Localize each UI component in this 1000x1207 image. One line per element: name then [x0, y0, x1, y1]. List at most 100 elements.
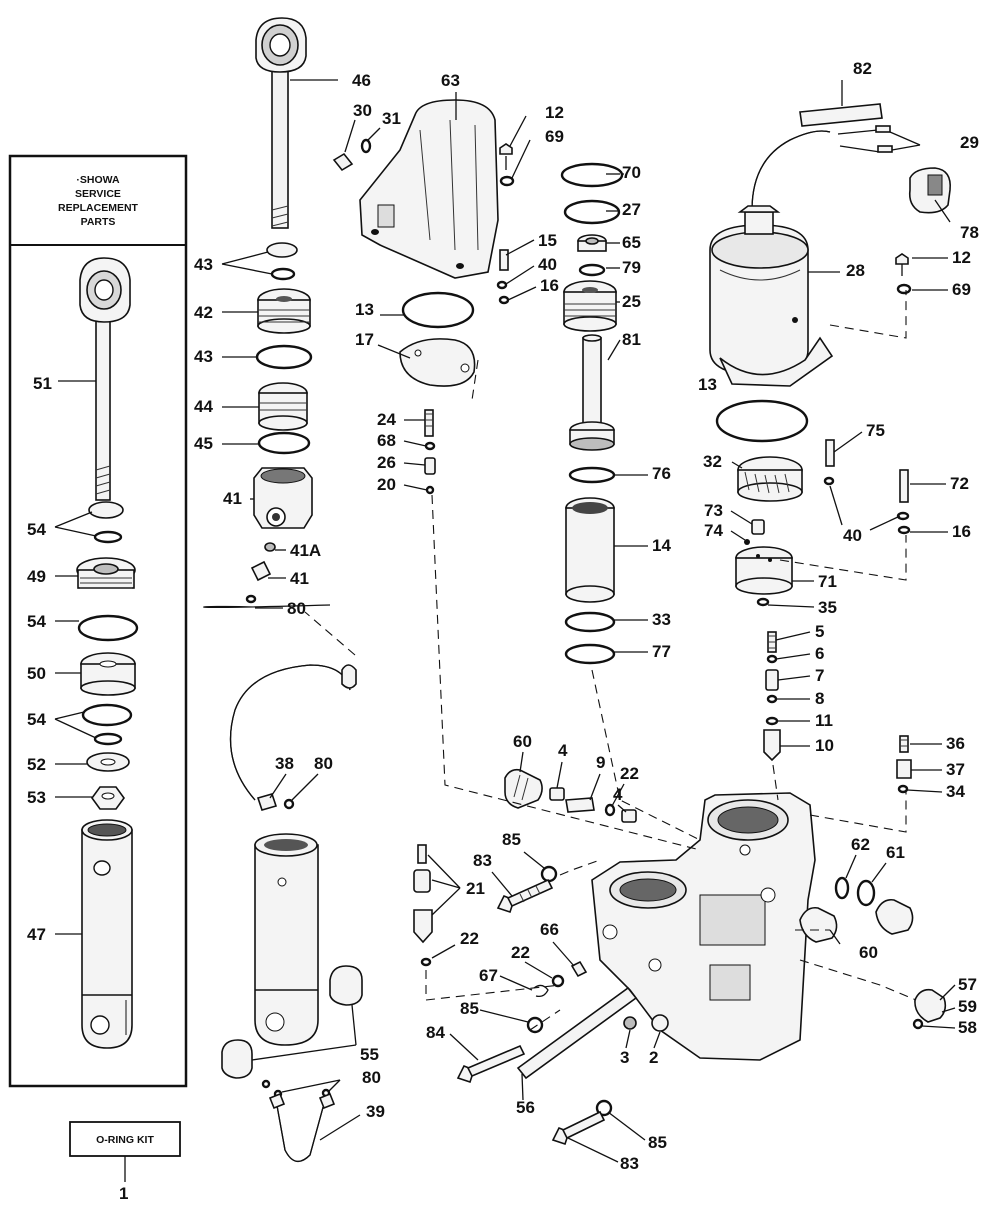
part-callout-c16b: 16 [952, 522, 971, 541]
part-callout-c28: 28 [846, 261, 865, 280]
check-valve-60b [799, 898, 914, 943]
part-callout-c37: 37 [946, 760, 965, 779]
part-callout-c44: 44 [194, 397, 213, 416]
part-callout-c70: 70 [622, 163, 641, 182]
gland-25 [563, 280, 617, 332]
part-callout-c35: 35 [818, 598, 837, 617]
part-callout-c39: 39 [366, 1102, 385, 1121]
part-callout-c21: 21 [466, 879, 485, 898]
part-callout-c51: 51 [33, 374, 52, 393]
piston-50 [80, 652, 136, 696]
piston-rod-51 [79, 257, 131, 501]
part-callout-c17: 17 [355, 330, 374, 349]
plate-17 [399, 338, 476, 387]
part-callout-c3: 3 [620, 1048, 629, 1067]
part-callout-c38: 38 [275, 754, 294, 773]
part-callout-c14: 14 [652, 536, 671, 555]
part-callout-c41A: 41A [290, 541, 321, 560]
part-callout-c74: 74 [704, 521, 723, 540]
part-callout-c57: 57 [958, 975, 977, 994]
part-callout-c82: 82 [853, 59, 872, 78]
part-callout-c4b: 4 [613, 785, 623, 804]
part-callout-c32: 32 [703, 452, 722, 471]
part-callout-c24: 24 [377, 410, 396, 429]
part-callout-c61: 61 [886, 843, 905, 862]
gland-42 [257, 288, 311, 334]
part-callout-c80b: 80 [314, 754, 333, 773]
oring-kit-number: 1 [119, 1184, 128, 1203]
seal-65 [577, 234, 607, 252]
valve-body-71 [735, 546, 793, 595]
part-callout-c16a: 16 [540, 276, 559, 295]
part-callout-c47: 47 [27, 925, 46, 944]
valve-57 [912, 988, 947, 1030]
part-callout-c85b: 85 [460, 999, 479, 1018]
part-callout-c69b: 69 [952, 280, 971, 299]
part-callout-c83a: 83 [473, 851, 492, 870]
part-callout-c77: 77 [652, 642, 671, 661]
electric-motor-28 [709, 130, 834, 387]
cap-41 [253, 467, 313, 529]
part-callout-c45: 45 [194, 434, 213, 453]
part-callout-c54c: 54 [27, 710, 46, 729]
manifold-body [591, 792, 816, 1061]
part-callout-c5: 5 [815, 622, 824, 641]
part-callout-c72: 72 [950, 474, 969, 493]
part-callout-c50: 50 [27, 664, 46, 683]
sleeve-14 [565, 497, 615, 603]
part-callout-c80c: 80 [362, 1068, 381, 1087]
part-callout-c29: 29 [960, 133, 979, 152]
part-callout-c58: 58 [958, 1018, 977, 1037]
showa-title-line-2: SERVICE [75, 188, 121, 200]
showa-service-parts-box: ·SHOWA SERVICE REPLACEMENT PARTS [8, 154, 188, 1088]
part-callout-c26: 26 [377, 453, 396, 472]
piston-44 [258, 382, 308, 431]
part-callout-c15: 15 [538, 231, 557, 250]
part-callout-c53: 53 [27, 788, 46, 807]
part-callout-c68: 68 [377, 431, 396, 450]
part-callout-c76: 76 [652, 464, 671, 483]
part-callout-c12b: 12 [952, 248, 971, 267]
connector-78 [908, 167, 952, 214]
part-callout-c22b: 22 [460, 929, 479, 948]
oring-kit: O-RING KIT 1 [69, 1121, 181, 1203]
oring-kit-label: O-RING KIT [96, 1134, 154, 1146]
part-callout-c43b: 43 [194, 347, 213, 366]
part-callout-c40b: 40 [843, 526, 862, 545]
part-callout-c22a: 22 [620, 764, 639, 783]
part-callout-c42: 42 [194, 303, 213, 322]
part-callout-c80a: 80 [287, 599, 306, 618]
part-callout-c36: 36 [946, 734, 965, 753]
assembly-dash-lines [304, 290, 917, 1031]
part-callout-c69a: 69 [545, 127, 564, 146]
part-callout-c4a: 4 [558, 741, 568, 760]
part-callout-c54a: 54 [27, 520, 46, 539]
part-callout-c79: 79 [622, 258, 641, 277]
part-callout-c22c: 22 [511, 943, 530, 962]
part-callout-c49: 49 [27, 567, 46, 586]
part-callout-c13b: 13 [698, 375, 717, 394]
part-callout-c75: 75 [866, 421, 885, 440]
part-callout-c60a: 60 [513, 732, 532, 751]
part-callout-c41a: 41 [223, 489, 242, 508]
part-callout-c67: 67 [479, 966, 498, 985]
part-callout-c30: 30 [353, 101, 372, 120]
part-callout-c40a: 40 [538, 255, 557, 274]
trim-rod-46 [255, 17, 307, 229]
part-callout-c33: 33 [652, 610, 671, 629]
part-callout-c62: 62 [851, 835, 870, 854]
check-valve-60a [504, 768, 543, 809]
part-callout-c25: 25 [622, 292, 641, 311]
part-callout-c85c: 85 [648, 1133, 667, 1152]
part-callout-c63: 63 [441, 71, 460, 90]
leader-lines [54, 79, 956, 1163]
part-callout-c65: 65 [622, 233, 641, 252]
part-callout-c54b: 54 [27, 612, 46, 631]
part-callout-c66: 66 [540, 920, 559, 939]
part-callout-c73: 73 [704, 501, 723, 520]
part-callout-c6: 6 [815, 644, 824, 663]
part-callout-c52: 52 [27, 755, 46, 774]
showa-title-line-3: REPLACEMENT [58, 202, 139, 214]
